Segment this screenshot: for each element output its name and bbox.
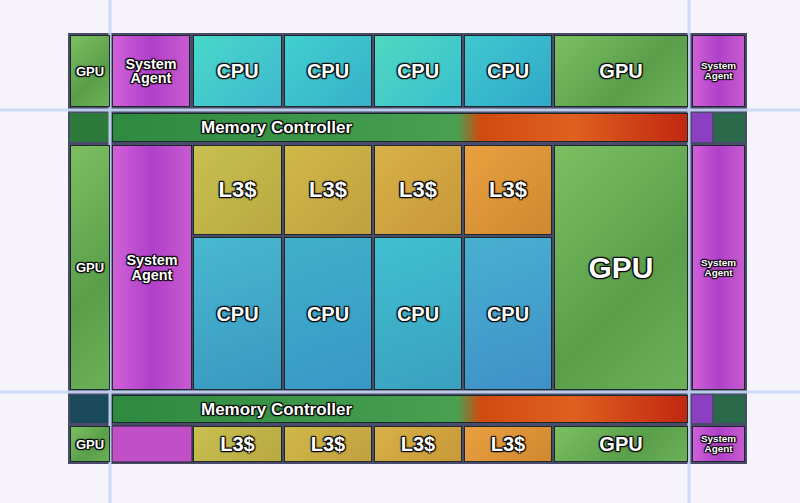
block-label: System Agent xyxy=(113,57,189,86)
l3-cache: L3$ xyxy=(284,426,372,462)
block-label: CPU xyxy=(487,61,529,81)
block-label: GPU xyxy=(599,61,642,81)
gpu-block: GPU xyxy=(70,145,110,390)
l3-cache: L3$ xyxy=(193,426,282,462)
block-label: GPU xyxy=(76,438,104,451)
gpu-block: GPU xyxy=(554,35,688,107)
cpu-core: CPU xyxy=(374,237,462,390)
l3-cache: L3$ xyxy=(464,426,552,462)
die-block xyxy=(692,113,712,142)
block-label: GPU xyxy=(76,261,104,274)
cpu-core: CPU xyxy=(464,35,552,107)
die-block xyxy=(70,113,110,142)
die-block xyxy=(692,395,712,423)
die-block xyxy=(714,113,745,142)
gpu-block: GPU xyxy=(70,426,110,462)
cpu-core: CPU xyxy=(464,237,552,390)
l3-cache: L3$ xyxy=(193,145,282,235)
block-label: L3$ xyxy=(220,434,254,454)
die-block xyxy=(714,395,745,423)
die-block xyxy=(112,426,192,462)
block-label: Memory Controller xyxy=(201,119,352,136)
block-label: GPU xyxy=(76,65,104,78)
block-label: L3$ xyxy=(489,179,527,201)
system-agent-block: System Agent xyxy=(692,35,745,107)
l3-cache: L3$ xyxy=(374,426,462,462)
block-label: GPU xyxy=(599,434,642,454)
block-label: CPU xyxy=(216,61,258,81)
cpu-core: CPU xyxy=(193,35,282,107)
block-label: CPU xyxy=(216,304,258,324)
block-label: L3$ xyxy=(491,434,525,454)
system-agent-block: System Agent xyxy=(692,426,745,462)
block-label: L3$ xyxy=(401,434,435,454)
cpu-core: CPU xyxy=(284,35,372,107)
block-label: CPU xyxy=(307,61,349,81)
block-label: CPU xyxy=(307,304,349,324)
block-label: CPU xyxy=(397,304,439,324)
cpu-core: CPU xyxy=(193,237,282,390)
block-label: System Agent xyxy=(693,61,744,81)
block-label: System Agent xyxy=(693,258,744,278)
cpu-core: CPU xyxy=(374,35,462,107)
cpu-core: CPU xyxy=(284,237,372,390)
gpu-block: GPU xyxy=(554,426,688,462)
die-block xyxy=(70,395,110,423)
l3-cache: L3$ xyxy=(374,145,462,235)
memory-controller: Memory Controller xyxy=(112,113,688,142)
block-label: L3$ xyxy=(311,434,345,454)
block-label: CPU xyxy=(397,61,439,81)
block-label: Memory Controller xyxy=(201,401,352,418)
l3-cache: L3$ xyxy=(464,145,552,235)
system-agent-block: System Agent xyxy=(112,145,192,390)
l3-cache: L3$ xyxy=(284,145,372,235)
block-label: System Agent xyxy=(693,434,744,454)
die-outline xyxy=(68,33,747,464)
block-label: System Agent xyxy=(113,253,191,282)
gpu-block: GPU xyxy=(554,145,688,390)
system-agent-block: System Agent xyxy=(692,145,745,390)
system-agent-block: System Agent xyxy=(112,35,190,107)
memory-controller: Memory Controller xyxy=(112,395,688,423)
gpu-block: GPU xyxy=(70,35,110,107)
block-label: GPU xyxy=(588,253,653,283)
block-label: L3$ xyxy=(399,179,437,201)
block-label: L3$ xyxy=(219,179,257,201)
block-label: CPU xyxy=(487,304,529,324)
block-label: L3$ xyxy=(309,179,347,201)
